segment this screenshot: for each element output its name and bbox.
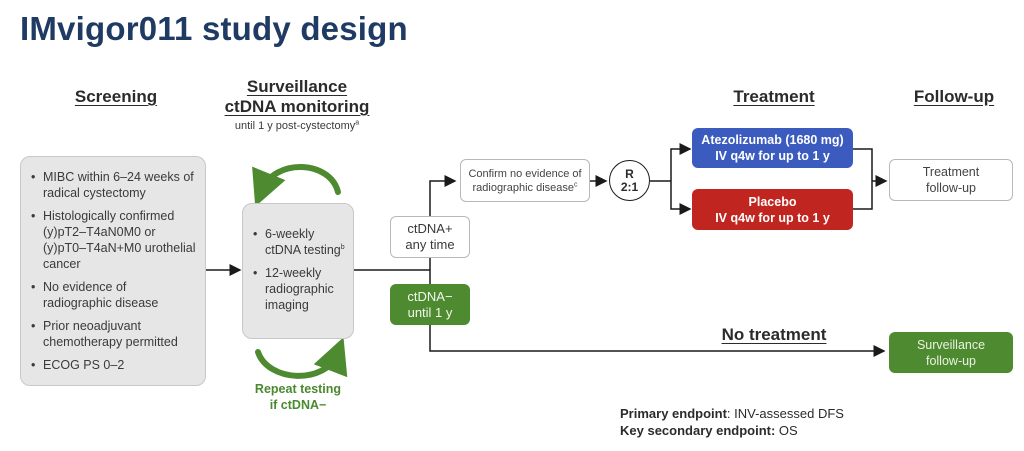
ctdna-negative-box: ctDNA− until 1 y xyxy=(390,284,470,325)
primary-endpoint: Primary endpoint: INV-assessed DFS xyxy=(620,406,844,421)
surveillance-item-ctdna: 6-weekly ctDNA testingb xyxy=(253,226,347,258)
treatment-followup-box: Treatment follow-up xyxy=(889,159,1013,201)
confirm-no-disease-box: Confirm no evidence of radiographic dise… xyxy=(460,159,590,202)
surveillance-list: 6-weekly ctDNA testingb 12-weekly radiog… xyxy=(253,226,347,313)
placebo-arm-box: Placebo IV q4w for up to 1 y xyxy=(692,189,853,230)
criterion-item: No evidence of radiographic disease xyxy=(31,279,197,311)
no-treatment-label: No treatment xyxy=(721,325,827,344)
phase-header-treatment: Treatment xyxy=(733,87,815,106)
surveillance-title-line1: Surveillance xyxy=(246,77,348,96)
secondary-endpoint: Key secondary endpoint: OS xyxy=(620,423,798,438)
phase-header-surveillance: Surveillance ctDNA monitoring until 1 y … xyxy=(212,77,382,132)
surveillance-subtitle: until 1 y post-cystectomya xyxy=(234,119,360,132)
endpoints-block: Primary endpoint: INV-assessed DFS Key s… xyxy=(620,405,844,439)
page-title: IMvigor011 study design xyxy=(20,10,408,47)
repeat-arrow-top-icon xyxy=(252,164,341,207)
surveillance-box: 6-weekly ctDNA testingb 12-weekly radiog… xyxy=(242,203,354,339)
criterion-item: Prior neoadjuvant chemotherapy permitted xyxy=(31,318,197,350)
surveillance-followup-box: Surveillance follow-up xyxy=(889,332,1013,373)
surveillance-item-imaging: 12-weekly radiographic imaging xyxy=(253,265,347,313)
phase-header-followup: Follow-up xyxy=(913,87,995,106)
line-atezolizumab-merge xyxy=(853,148,873,210)
arrow-to-placebo xyxy=(670,181,692,215)
criterion-item: Histologically confirmed (y)pT2–T4aN0M0 … xyxy=(31,208,197,272)
ctdna-positive-box: ctDNA+ any time xyxy=(390,216,470,258)
phase-header-screening: Screening xyxy=(74,87,158,106)
randomization-circle: R 2:1 xyxy=(609,160,650,201)
criterion-item: MIBC within 6–24 weeks of radical cystec… xyxy=(31,169,197,201)
repeat-testing-label: Repeat testing if ctDNA− xyxy=(254,382,342,412)
atezolizumab-arm-box: Atezolizumab (1680 mg) IV q4w for up to … xyxy=(692,128,853,168)
arrow-to-atezolizumab xyxy=(670,143,692,181)
criterion-item: ECOG PS 0–2 xyxy=(31,357,197,373)
surveillance-title-line2: ctDNA monitoring xyxy=(224,97,370,116)
screening-criteria-list: MIBC within 6–24 weeks of radical cystec… xyxy=(31,169,197,373)
repeat-arrow-bottom-icon xyxy=(255,337,348,379)
screening-criteria-box: MIBC within 6–24 weeks of radical cystec… xyxy=(20,156,206,386)
